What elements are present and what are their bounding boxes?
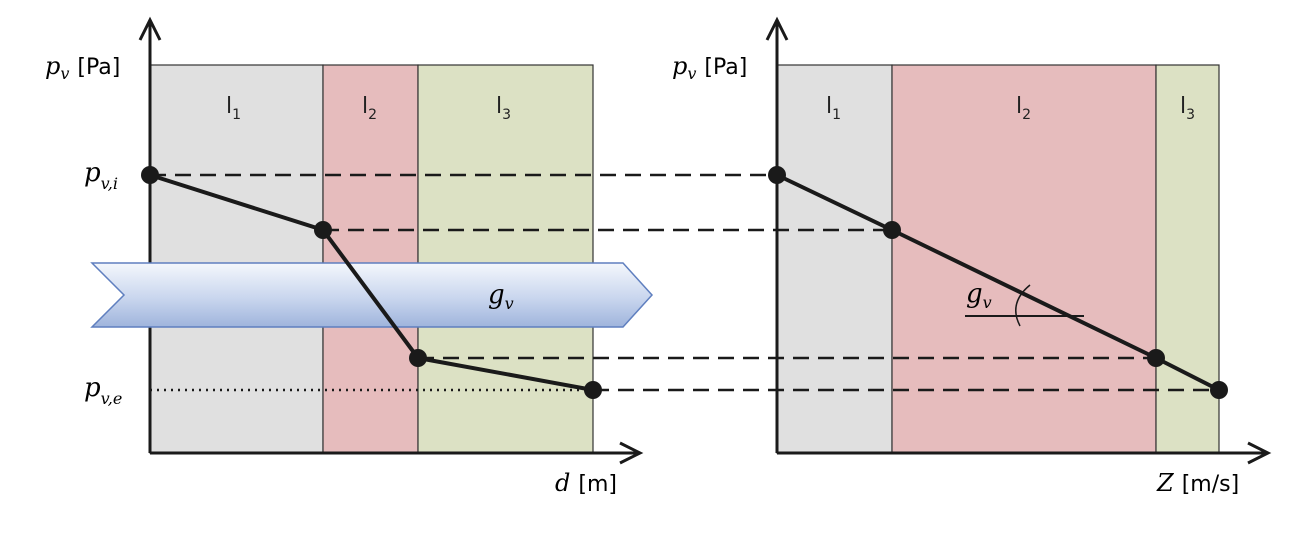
right-x-axis-arrowhead [1247,441,1272,465]
slope-label: gv [966,279,992,312]
right-y-axis-label: pv[Pa] [672,52,747,83]
left-layer-3-region [417,64,594,454]
right-layer-2-label: l2 [1016,94,1031,123]
left-layer-1-label: l1 [226,94,241,123]
left-y-axis-arrowhead [138,16,162,41]
right-point-inner [768,166,786,184]
right-y-axis-arrowhead [765,16,789,41]
left-pressure-profile [141,166,602,399]
right-layer-1-label: l1 [826,94,841,123]
left-layer-1-region [149,64,324,454]
right-x-axis-label: Z[m/s] [1156,469,1239,497]
right-layer-3-label: l3 [1180,94,1195,123]
right-pressure-profile [768,166,1228,399]
pve-label: pv,e [84,373,122,408]
left-y-axis-label: pv[Pa] [45,52,120,83]
slope-angle-arc [1015,284,1031,327]
left-point-outer [584,381,602,399]
left-layer-2-region [322,64,419,454]
flux-label: gv [488,280,514,313]
right-layer-1-region [776,64,893,454]
left-layer-2-label: l2 [362,94,377,123]
right-layer-2-region [891,64,1157,454]
left-profile-line [149,173,594,392]
left-x-axis-arrowhead [619,441,644,465]
left-layer-3-label: l3 [496,94,511,123]
pvi-label: pv,i [84,158,118,193]
left-point-interface-1 [314,221,332,239]
left-point-inner [141,166,159,184]
right-point-interface-1 [883,221,901,239]
right-point-interface-2 [1147,349,1165,367]
left-x-axis-label: d[m] [555,469,617,497]
right-point-outer [1210,381,1228,399]
projection-lines [150,173,1219,392]
left-panel: l1 l2 l3 pv[Pa] d[m] pv,i pv,e [45,16,644,497]
right-layer-3-region [1155,64,1220,454]
left-point-interface-2 [409,349,427,367]
right-panel: l1 l2 l3 pv[Pa] Z[m/s] gv [672,16,1272,497]
right-profile-line [776,173,1220,392]
